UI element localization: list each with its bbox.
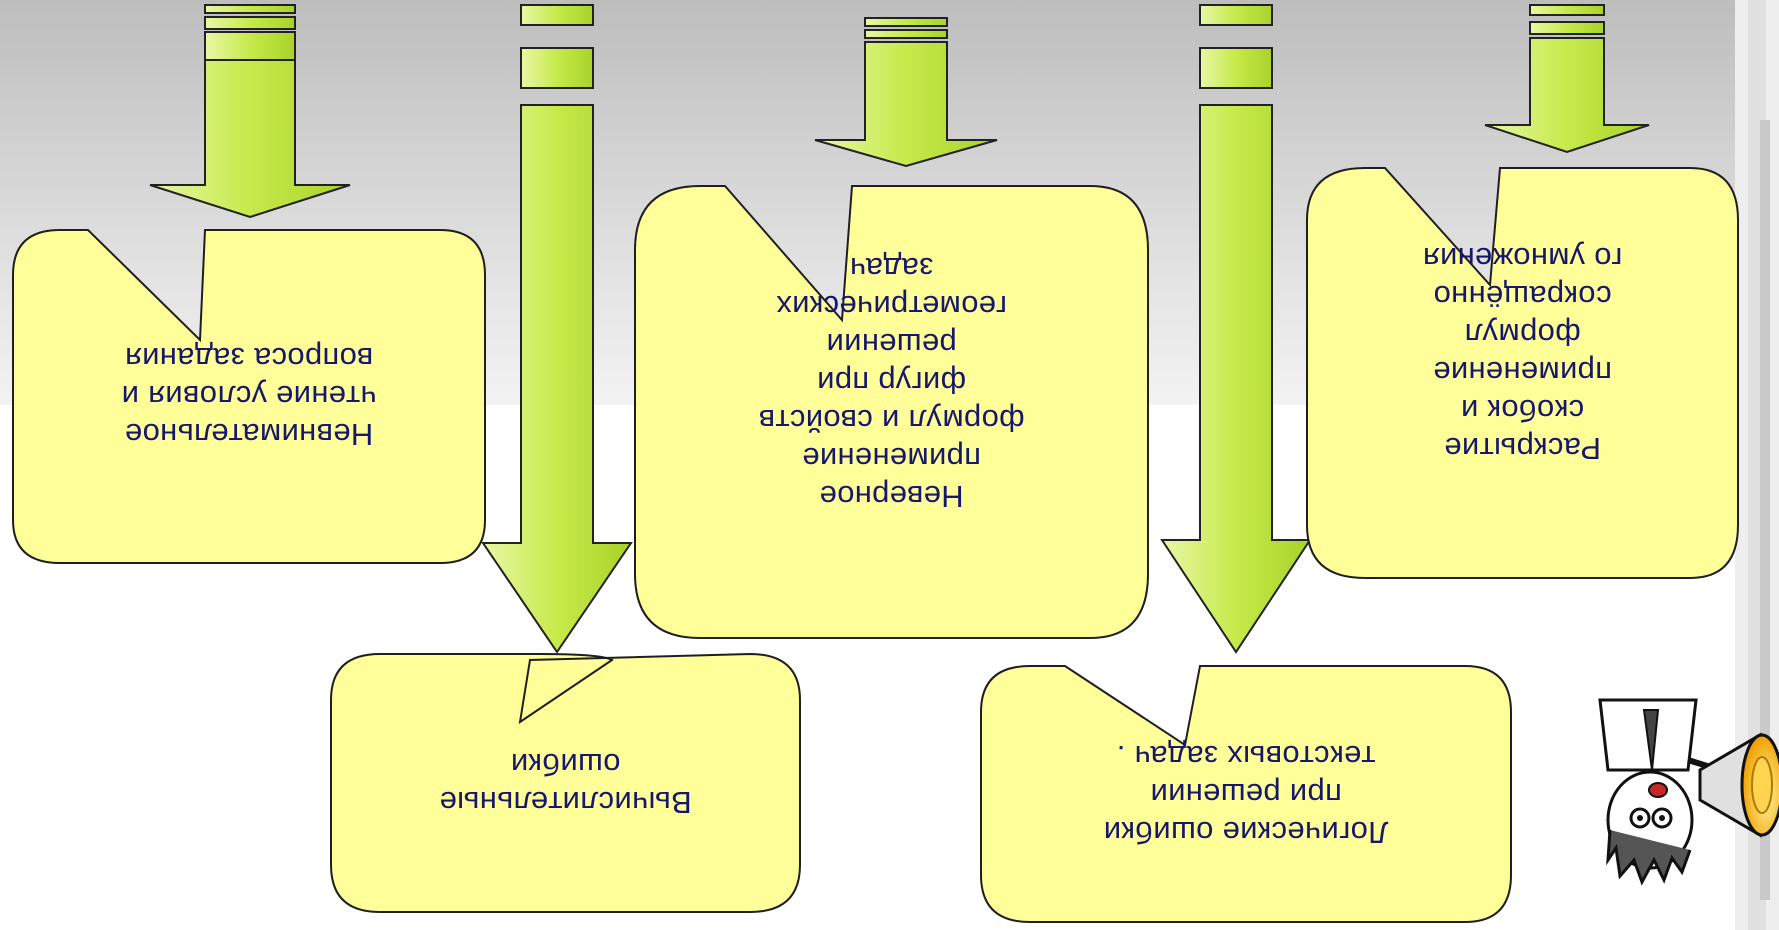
callout-geometry <box>634 185 1149 639</box>
callout-logical <box>980 665 1512 923</box>
callout-line: при решении <box>1150 777 1342 812</box>
callout-line: решении <box>826 327 957 362</box>
callout-logical-text: Логические ошибки при решении текстовых … <box>981 666 1511 922</box>
callout-line: применение <box>1433 355 1612 390</box>
callout-line: Раскрытие <box>1444 431 1601 466</box>
callout-line: формул <box>1464 317 1581 352</box>
callout-computational-text: Вычислительные ошибки <box>331 654 800 912</box>
callout-line: Неверное <box>819 479 964 514</box>
callout-geometry-text: Неверное применение формул и свойств фиг… <box>635 186 1148 638</box>
arrow-logical <box>1160 4 1312 654</box>
arrow-brackets <box>1484 4 1650 154</box>
callout-line: сокращённо <box>1433 279 1612 314</box>
callout-computational <box>330 652 801 913</box>
callout-line: го умножения <box>1422 241 1623 276</box>
callout-line: Логические ошибки <box>1103 815 1389 850</box>
callout-line: фигур при <box>816 365 967 400</box>
callout-careless <box>12 229 486 564</box>
callout-line: чтение условия и <box>121 379 377 415</box>
arrow-careless <box>149 4 351 219</box>
arrow-geometry <box>814 17 998 168</box>
callout-line: скобок и <box>1460 393 1585 428</box>
callout-brackets <box>1306 167 1739 579</box>
callout-line: Вычислительные <box>439 785 692 820</box>
callout-line: формул и свойств <box>758 403 1025 438</box>
callout-careless-text: Невнимательное чтение условия и вопроса … <box>13 230 485 563</box>
man-with-megaphone-icon <box>1598 698 1779 886</box>
callout-line: геометрических <box>776 289 1007 324</box>
callout-line: текстовых задач . <box>1116 739 1376 774</box>
arrow-computational <box>481 4 633 654</box>
callout-line: Невнимательное <box>124 417 374 453</box>
callout-line: применение <box>802 441 981 476</box>
callout-line: вопроса задания <box>124 341 374 377</box>
callout-brackets-text: Раскрытие скобок и применение формул сок… <box>1307 168 1738 578</box>
callout-line: задач <box>849 251 934 286</box>
callout-line: ошибки <box>510 747 621 782</box>
